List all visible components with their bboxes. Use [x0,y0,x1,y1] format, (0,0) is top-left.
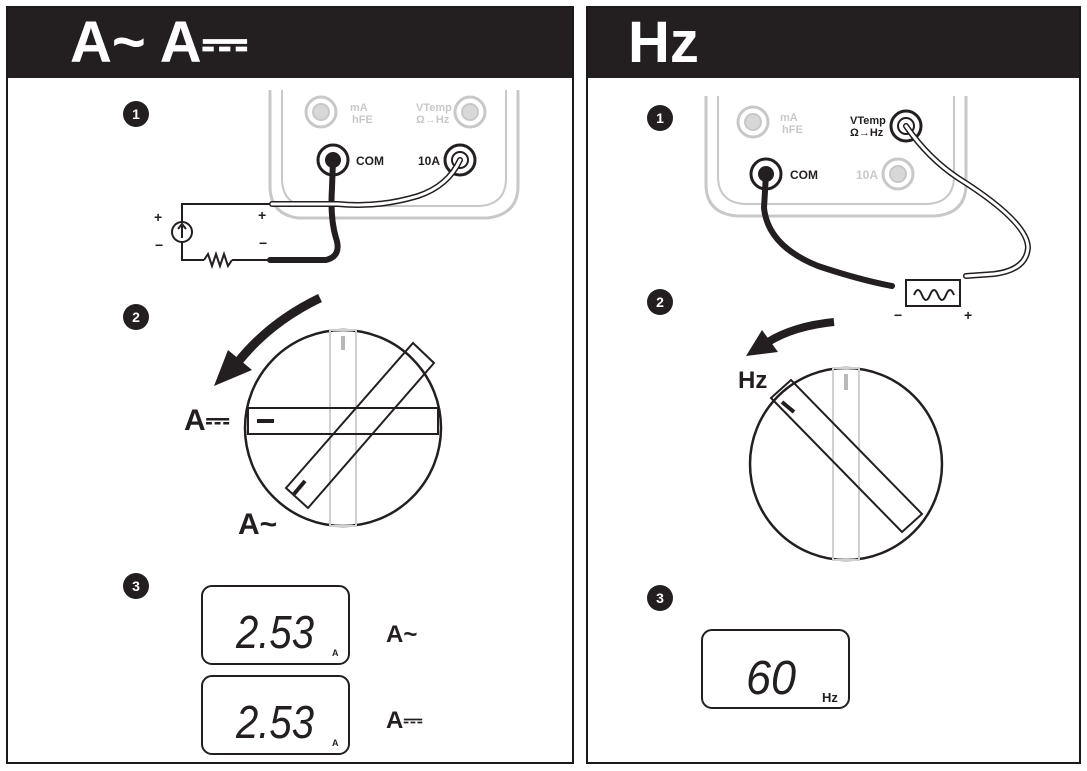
panel-title: A~ A⎓ [70,10,248,75]
white-test-lead [270,158,462,207]
ten-amp-jack: 10A [418,143,477,177]
svg-text:Ω→Hz: Ω→Hz [416,114,450,126]
header-bar: A~ A⎓ [8,8,572,78]
svg-text:2.53: 2.53 [235,606,314,658]
resistor-icon [203,250,233,270]
svg-text:+: + [154,209,162,225]
svg-text:1: 1 [132,106,140,122]
svg-text:A: A [332,738,339,748]
meter-body-inner [717,96,955,205]
meter-body-outline [268,90,520,220]
svg-text:2: 2 [132,309,140,325]
meter-body-outline [704,96,968,218]
svg-text:hFE: hFE [352,114,373,126]
lcd-display-dc: 2.53 A [201,675,350,755]
svg-text:COM: COM [790,168,818,182]
svg-text:2: 2 [656,294,664,310]
black-test-lead [760,171,895,289]
svg-text:3: 3 [132,578,140,594]
rotate-arrow-icon [765,318,835,346]
step-2-badge: 2 [123,304,149,330]
svg-text:VTemp: VTemp [416,102,452,114]
ma-jack: mA hFE [304,95,373,129]
svg-text:−: − [894,307,902,323]
svg-text:Ω→Hz: Ω→Hz [850,127,884,139]
step-3-badge: 3 [123,573,149,599]
frequency-measurement-diagram: 1 mA hFE VTemp Ω→Hz COM 10A [647,96,1032,709]
svg-text:+: + [258,207,266,223]
com-jack: COM [749,157,818,191]
current-measurement-diagram: 1 mA hFE VTemp Ω→Hz COM 10A [123,90,520,755]
white-test-lead [904,124,1030,278]
ten-amp-jack: 10A [856,157,915,191]
dial-label-ac: A~ [238,508,277,541]
display-mode-ac: A~ [386,621,417,648]
dial-label-hz: Hz [738,367,767,394]
svg-text:+: + [964,307,972,323]
step-3-badge: 3 [647,585,673,611]
svg-text:mA: mA [780,112,798,124]
display-mode-dc: A⎓ [386,707,422,734]
svg-text:60: 60 [746,652,796,705]
svg-text:−: − [259,235,267,251]
signal-source: − + [894,279,972,323]
lcd-display-hz: 60 Hz [701,629,850,709]
black-test-lead [267,157,341,263]
vtemp-jack: VTemp Ω→Hz [416,95,487,129]
svg-text:−: − [155,237,163,253]
svg-text:mA: mA [350,102,368,114]
step-2-badge: 2 [647,289,673,315]
test-circuit: + − + − [154,203,270,270]
svg-text:3: 3 [656,590,664,606]
com-jack: COM [316,143,384,177]
rotate-arrow-icon [234,293,322,365]
step-1-badge: 1 [647,105,673,131]
lcd-display-ac: 2.53 A [201,585,350,665]
panel-frequency: Hz 1 mA hFE VTemp Ω→Hz COM [586,6,1081,764]
svg-text:hFE: hFE [782,124,803,136]
svg-text:1: 1 [656,110,664,126]
svg-text:COM: COM [356,154,384,168]
meter-body-inner [281,90,507,207]
svg-text:VTemp: VTemp [850,115,886,127]
panel-title: Hz [628,10,699,75]
rotary-dial [243,328,443,528]
dial-label-dc: A⎓ [184,404,230,437]
svg-text:2.53: 2.53 [235,696,314,748]
svg-text:Hz: Hz [822,690,838,705]
step-1-badge: 1 [123,101,149,127]
rotary-dial [748,366,944,562]
sine-wave-icon [913,289,955,301]
header-bar: Hz [588,8,1079,78]
svg-text:A: A [332,648,339,658]
panel-current: A~ A⎓ 1 mA hFE VTemp Ω→Hz COM [6,6,574,764]
svg-text:10A: 10A [418,154,440,168]
ma-jack: mA hFE [736,105,803,139]
svg-text:10A: 10A [856,168,878,182]
